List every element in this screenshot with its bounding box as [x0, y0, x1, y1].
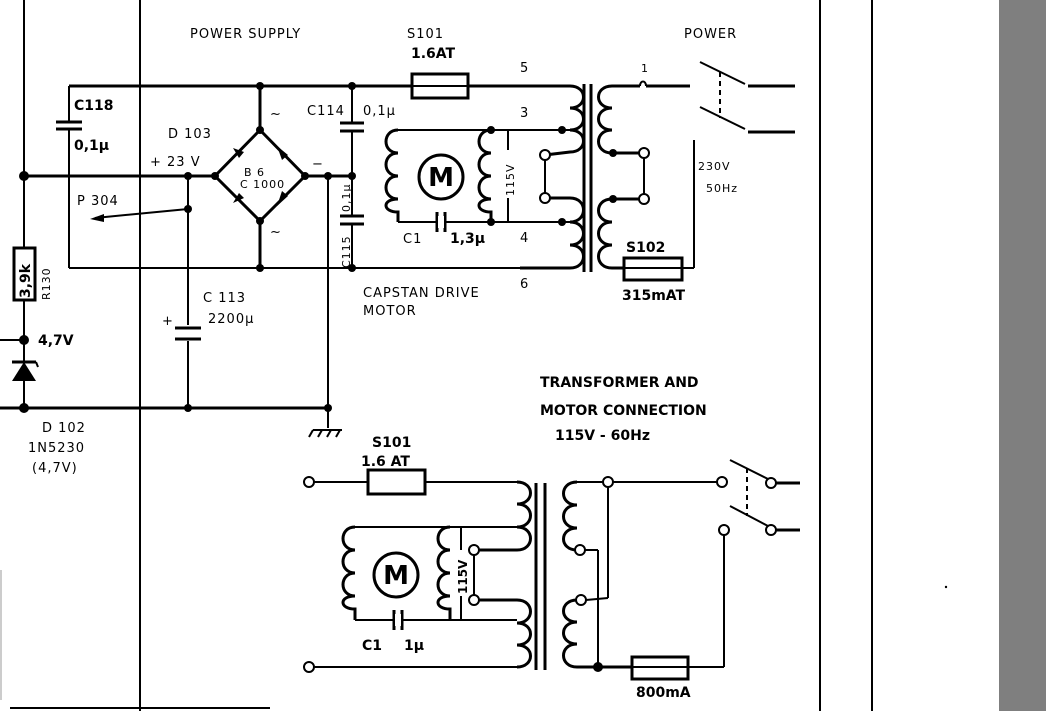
pin-1: 1 [641, 62, 649, 75]
transformer-bottom-secondary [562, 476, 717, 672]
power-supply-title: POWER SUPPLY [190, 27, 301, 42]
capstan-label-line1: CAPSTAN DRIVE [363, 286, 480, 301]
motor-bottom-symbol: M [383, 561, 409, 591]
c118-ref: C118 [74, 98, 114, 114]
frame-lines [0, 0, 873, 711]
fuse-s102: S102 315mAT [622, 140, 695, 304]
s101-top-value: 1.6AT [411, 46, 456, 62]
c113-ref: C 113 [203, 291, 246, 306]
motor-top-symbol: M [428, 163, 454, 193]
r130-value: 3,9k [18, 263, 34, 298]
s101-top-ref: S101 [407, 27, 444, 42]
c118-value: 0,1μ [74, 138, 109, 154]
fuse-s101-top: S101 1.6AT [407, 27, 470, 100]
ac-in-top-label: ~ [270, 107, 282, 122]
s102-value: 315mAT [622, 288, 686, 304]
d103-ref: D 103 [168, 127, 212, 142]
s101-bottom-ref: S101 [372, 435, 411, 451]
c1-top-value: 1,3μ [450, 231, 485, 247]
power-title: POWER [684, 27, 737, 42]
mains-frequency: 50Hz [706, 182, 738, 195]
bridge-rating: C 1000 [240, 178, 285, 191]
d102-rating: (4,7V) [32, 461, 78, 476]
c115-value: 0,1μ [340, 184, 353, 213]
c1-top-ref: C1 [403, 232, 422, 247]
c113-plus: + [162, 314, 174, 329]
minus-label: − [312, 157, 324, 172]
resistor-r130: 3,9k R130 [12, 176, 53, 340]
plus-23v-label: + 23 V [150, 155, 201, 170]
transformer-bottom-core [534, 483, 547, 670]
c115-ref: C115 [340, 235, 353, 268]
s102-ref: S102 [626, 240, 665, 256]
capstan-motor-top: M C1 1,3μ 115V [384, 126, 520, 247]
motor-bottom-voltage: 115V [456, 559, 470, 594]
speck [944, 585, 948, 589]
capstan-motor-bottom: M C1 1μ 115V [341, 525, 517, 654]
c114-ref: C114 [307, 104, 345, 119]
bridge-type: B 6 [244, 166, 265, 179]
r130-ref: R130 [40, 267, 53, 300]
d102-ref: D 102 [42, 421, 86, 436]
c1-bottom-ref: C1 [362, 638, 382, 654]
ground-rail [0, 403, 332, 428]
pin-5: 5 [520, 61, 529, 76]
fuse-800ma-value: 800mA [636, 685, 691, 701]
transformer-bottom-primary [303, 480, 532, 673]
transformer-title-line1: TRANSFORMER AND [540, 375, 699, 391]
transformer-title-line3: 115V - 60Hz [555, 428, 650, 444]
transformer-top-primary: 5 3 4 6 [520, 61, 585, 292]
d102-part: 1N5230 [28, 441, 85, 456]
transformer-title-line2: MOTOR CONNECTION [540, 403, 707, 419]
c114-value: 0,1μ [363, 104, 396, 119]
power-switch-top[interactable]: POWER 230V 50Hz [684, 27, 795, 195]
motor-top-voltage: 115V [504, 163, 517, 196]
pin-3: 3 [520, 106, 529, 121]
capacitor-c118: C118 0,1μ [56, 86, 114, 268]
s101-bottom-value: 1.6 AT [361, 454, 410, 470]
power-switch-bottom[interactable] [716, 459, 800, 536]
gray-side-panel [999, 0, 1046, 711]
fuse-800ma: 800mA [630, 535, 725, 701]
capacitor-c114: C114 0,1μ [307, 86, 396, 176]
ac-bottom-rail [69, 264, 520, 272]
transformer-top-core [582, 84, 593, 272]
capacitor-c113: + C 113 2200μ [162, 291, 254, 341]
zener-d102: 4,7V [0, 333, 74, 408]
mains-voltage: 230V [698, 160, 731, 173]
transformer-top-secondary: 1 [597, 62, 690, 270]
ac-in-bottom-label: ~ [270, 225, 282, 240]
fuse-s101-bottom: S101 1.6 AT [303, 435, 517, 496]
ground-icon [308, 429, 342, 438]
c1-bottom-value: 1μ [404, 638, 424, 654]
p304-label: P 304 [77, 194, 119, 209]
capstan-label-line2: MOTOR [363, 304, 417, 319]
pin-4: 4 [520, 231, 529, 246]
capacitor-c115: C115 0,1μ [340, 176, 364, 268]
pin-6: 6 [520, 277, 529, 292]
v-4-7-label: 4,7V [38, 333, 74, 349]
c113-value: 2200μ [208, 312, 254, 327]
